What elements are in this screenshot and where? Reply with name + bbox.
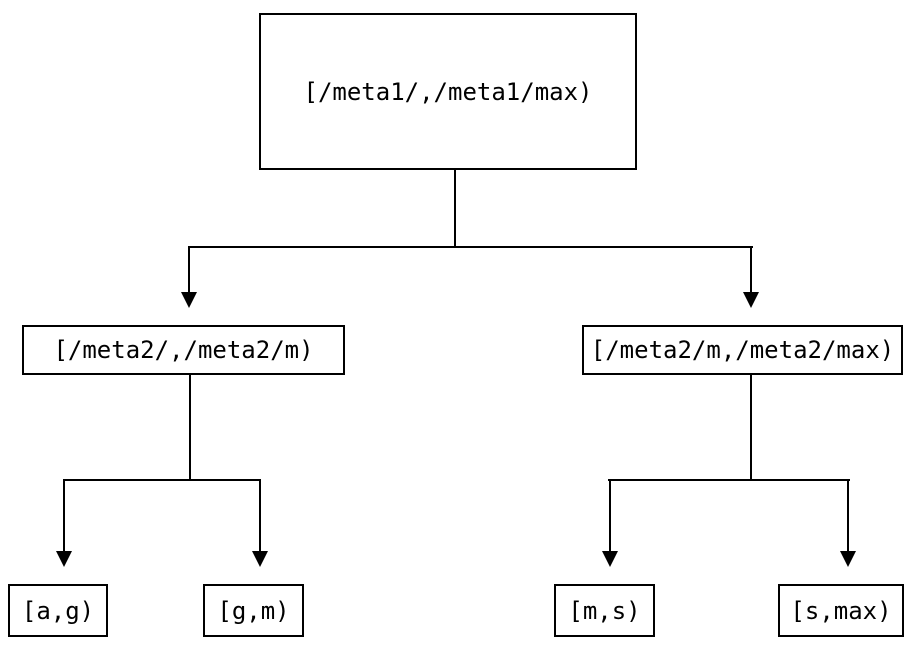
node-label: [m,s)	[568, 596, 641, 625]
node-label: [s,max)	[790, 596, 892, 625]
edge-root-to-right-line	[750, 246, 752, 292]
node-leaf-a-g: [a,g)	[8, 584, 108, 637]
edge-root-stem-line	[454, 170, 456, 248]
arrowhead-down-icon	[56, 551, 72, 567]
arrowhead-down-icon	[743, 292, 759, 308]
edge-left-to-leaf-ag-line	[63, 479, 65, 551]
node-label: [/meta2/m,/meta2/max)	[590, 336, 895, 364]
node-label: [/meta1/,/meta1/max)	[303, 77, 593, 106]
edge-left-stem-line	[189, 375, 191, 481]
arrowhead-down-icon	[181, 292, 197, 308]
edge-root-branch-line	[188, 246, 753, 248]
node-leaf-s-max: [s,max)	[778, 584, 904, 637]
arrowhead-down-icon	[840, 551, 856, 567]
node-label: [a,g)	[21, 596, 95, 625]
node-root-meta1-range: [/meta1/,/meta1/max)	[259, 13, 637, 170]
arrowhead-down-icon	[602, 551, 618, 567]
edge-left-branch-line	[63, 479, 261, 481]
edge-right-stem-line	[750, 375, 752, 481]
node-meta2-right-range: [/meta2/m,/meta2/max)	[582, 325, 903, 375]
edge-right-branch-line	[608, 479, 850, 481]
node-meta2-left-range: [/meta2/,/meta2/m)	[22, 325, 345, 375]
edge-right-to-leaf-smax-line	[847, 479, 849, 551]
node-label: [g,m)	[217, 596, 290, 625]
node-leaf-m-s: [m,s)	[554, 584, 655, 637]
edge-root-to-left-line	[188, 246, 190, 292]
edge-left-to-leaf-gm-line	[259, 479, 261, 551]
node-label: [/meta2/,/meta2/m)	[53, 336, 314, 364]
node-leaf-g-m: [g,m)	[203, 584, 304, 637]
edge-right-to-leaf-ms-line	[609, 479, 611, 551]
arrowhead-down-icon	[252, 551, 268, 567]
